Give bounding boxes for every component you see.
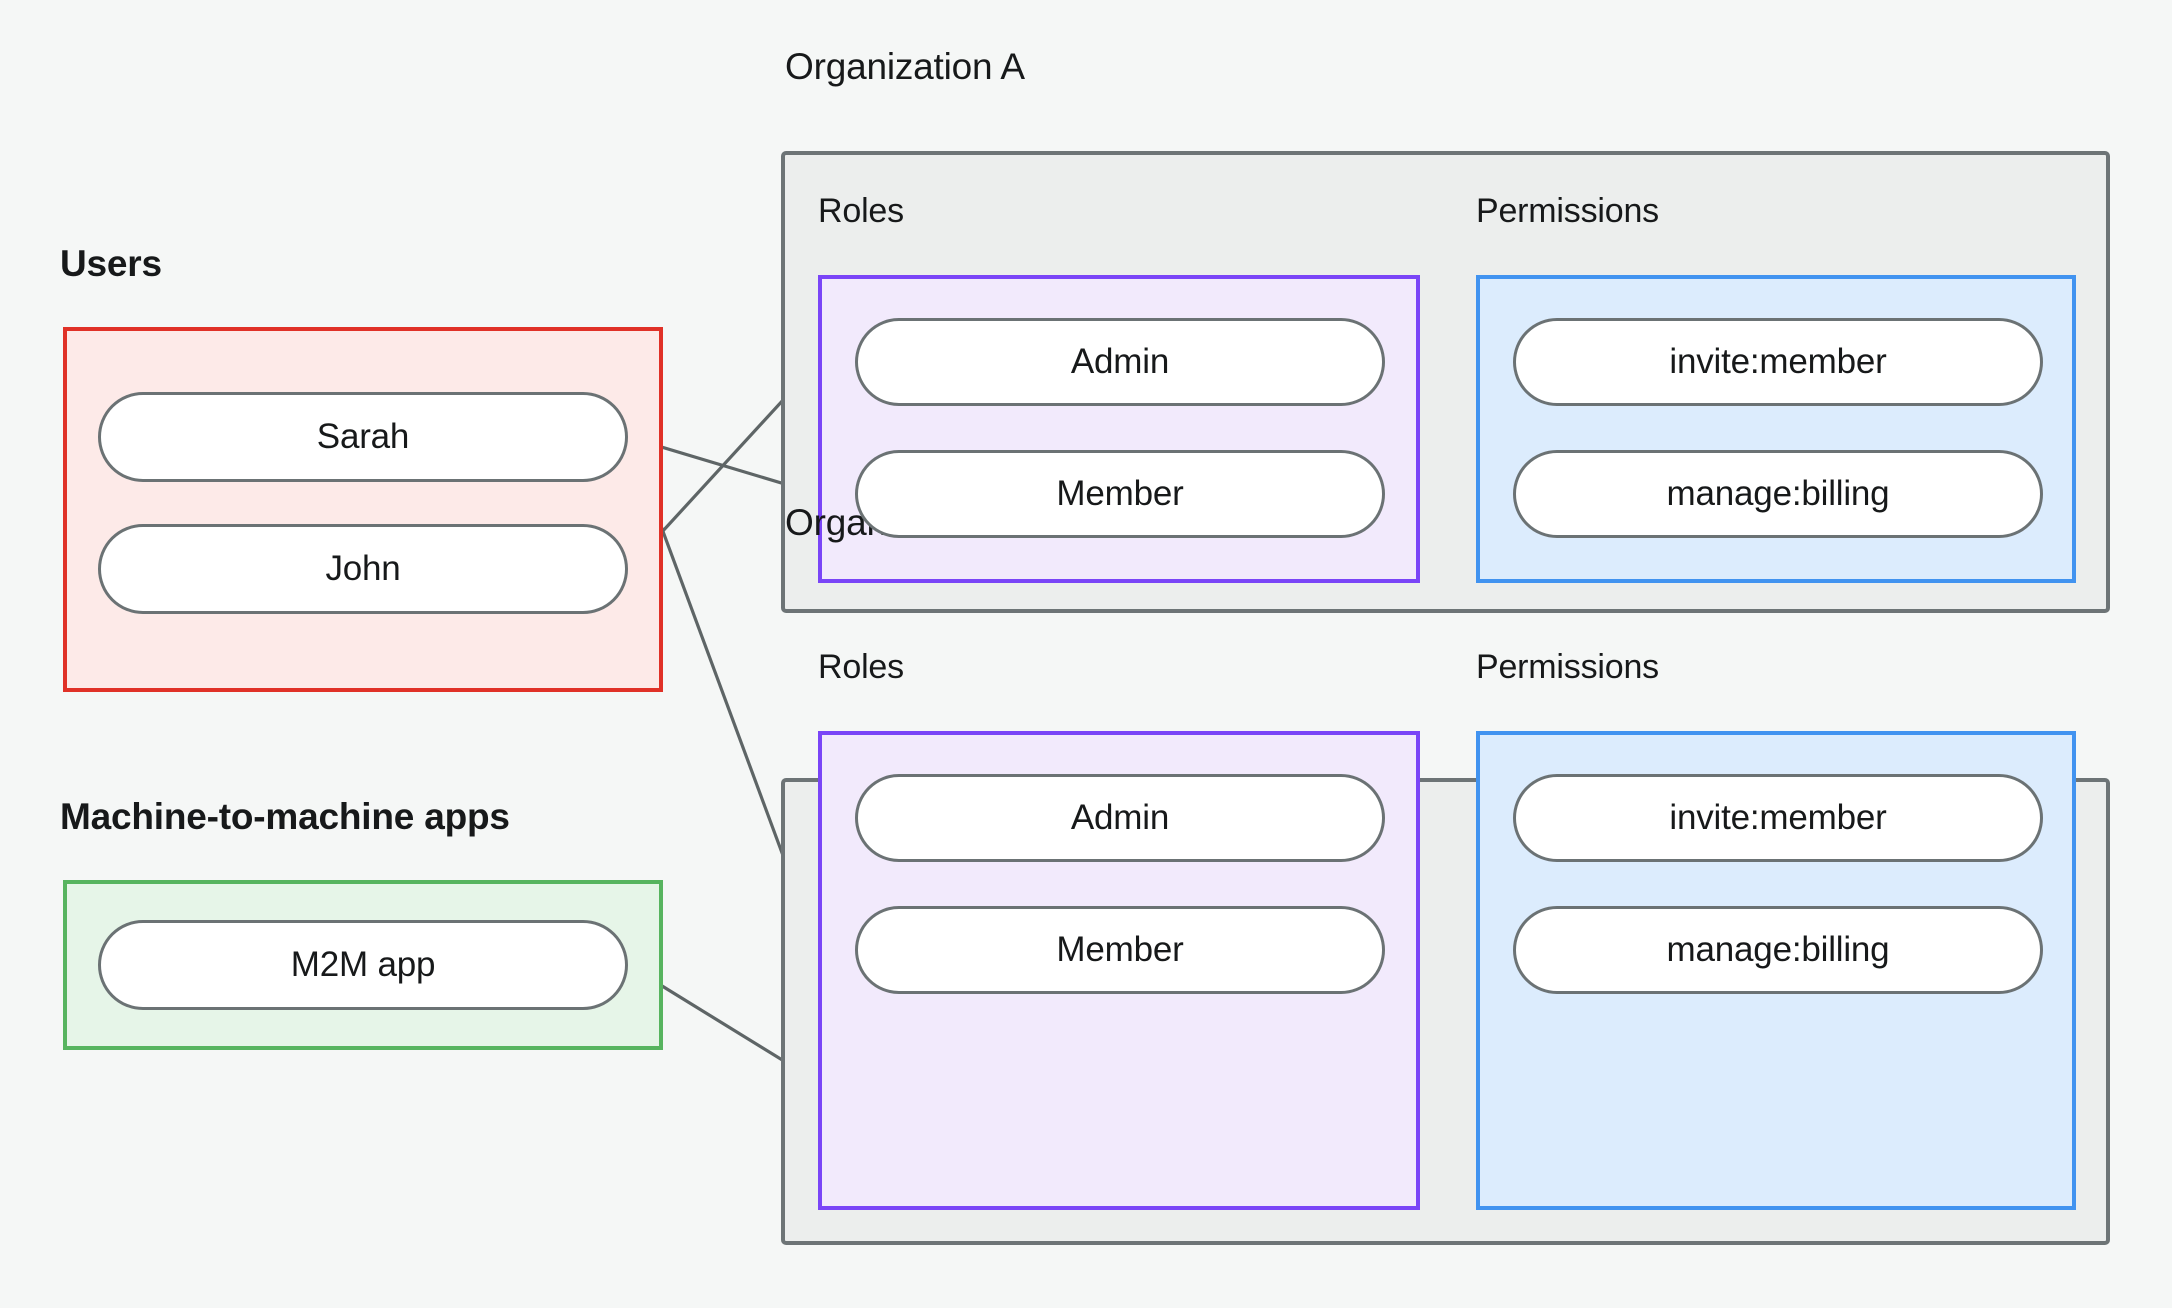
users-group-label: Users: [60, 243, 162, 284]
node-orgA-permission-invite-member[interactable]: invite:member: [1513, 318, 2043, 406]
node-orgB-permission-invite-member[interactable]: invite:member: [1513, 774, 2043, 862]
users-group-box: [63, 327, 663, 692]
orgB-permissions-label: Permissions: [1476, 648, 1659, 686]
node-m2m-app[interactable]: M2M app: [98, 920, 628, 1010]
m2m-group-label: Machine-to-machine apps: [60, 796, 510, 837]
orgB-roles-label: Roles: [818, 648, 904, 686]
node-user-sarah[interactable]: Sarah: [98, 392, 628, 482]
node-user-john[interactable]: John: [98, 524, 628, 614]
node-orgA-permission-manage-billing[interactable]: manage:billing: [1513, 450, 2043, 538]
node-orgB-permission-manage-billing[interactable]: manage:billing: [1513, 906, 2043, 994]
organization-a-label: Organization A: [785, 46, 1025, 87]
orgA-roles-label: Roles: [818, 192, 904, 230]
node-orgB-role-member[interactable]: Member: [855, 906, 1385, 994]
node-orgA-role-admin[interactable]: Admin: [855, 318, 1385, 406]
node-orgB-role-admin[interactable]: Admin: [855, 774, 1385, 862]
orgA-permissions-label: Permissions: [1476, 192, 1659, 230]
node-orgA-role-member[interactable]: Member: [855, 450, 1385, 538]
